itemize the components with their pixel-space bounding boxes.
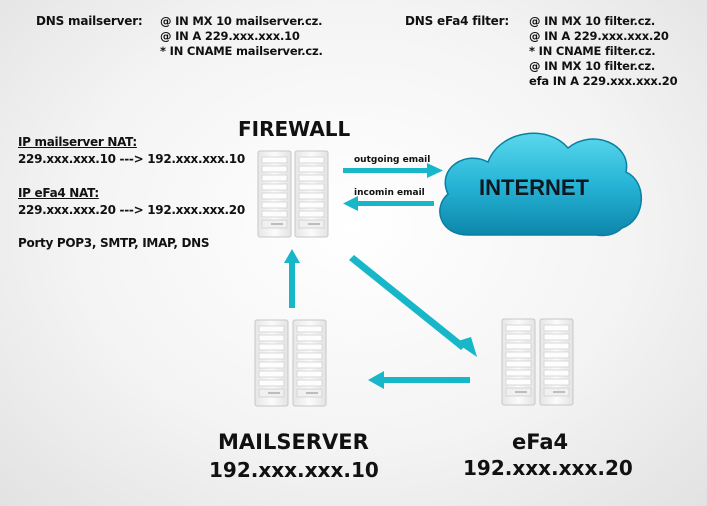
- efa4-to-mailserver-arrow: [368, 371, 470, 389]
- arrows: [284, 163, 477, 389]
- nat-mailserver-rule: 229.xxx.xxx.10 ---> 192.xxx.xxx.10: [18, 152, 245, 166]
- dns-mailserver-records: @ IN MX 10 mailserver.cz. @ IN A 229.xxx…: [160, 14, 323, 59]
- mailserver-to-firewall-arrow: [284, 249, 300, 308]
- dns-record: * IN CNAME filter.cz.: [529, 44, 656, 58]
- efa4-server-icon: [501, 318, 574, 406]
- mailserver-server-icon: [254, 319, 327, 407]
- efa4-name: eFa4: [512, 430, 569, 454]
- firewall-server-icon: [257, 150, 329, 238]
- dns-record: @ IN A 229.xxx.xxx.20: [529, 29, 669, 43]
- nat-mailserver-title: IP mailserver NAT:: [18, 135, 137, 149]
- nat-efa4-rule: 229.xxx.xxx.20 ---> 192.xxx.xxx.20: [18, 203, 245, 217]
- outgoing-arrow: [343, 163, 443, 178]
- dns-record: @ IN MX 10 filter.cz.: [529, 14, 655, 28]
- mailserver-name: MAILSERVER: [218, 430, 369, 454]
- ports-info: Porty POP3, SMTP, IMAP, DNS: [18, 236, 210, 250]
- efa4-ip: 192.xxx.xxx.20: [463, 456, 633, 480]
- dns-efa4-records: @ IN MX 10 filter.cz. @ IN A 229.xxx.xxx…: [529, 14, 678, 89]
- dns-record: efa IN A 229.xxx.xxx.20: [529, 74, 678, 88]
- nat-info: IP mailserver NAT: 229.xxx.xxx.10 ---> 1…: [18, 134, 245, 252]
- dns-mailserver-label: DNS mailserver:: [36, 14, 143, 28]
- dns-record: @ IN MX 10 mailserver.cz.: [160, 14, 323, 28]
- nat-efa4-title: IP eFa4 NAT:: [18, 186, 99, 200]
- internet-label: INTERNET: [479, 175, 590, 200]
- dns-record: * IN CNAME mailserver.cz.: [160, 44, 323, 58]
- dns-efa4-label: DNS eFa4 filter:: [405, 14, 509, 28]
- firewall-to-efa4-arrow: [349, 255, 477, 357]
- incoming-email-label: incomin email: [354, 188, 425, 198]
- outgoing-email-label: outgoing email: [354, 155, 430, 165]
- mailserver-ip: 192.xxx.xxx.10: [209, 458, 379, 482]
- internet-cloud-icon: [439, 132, 642, 237]
- dns-record: @ IN A 229.xxx.xxx.10: [160, 29, 300, 43]
- firewall-label: FIREWALL: [238, 117, 351, 141]
- dns-record: @ IN MX 10 filter.cz.: [529, 59, 655, 73]
- incoming-arrow: [343, 196, 434, 211]
